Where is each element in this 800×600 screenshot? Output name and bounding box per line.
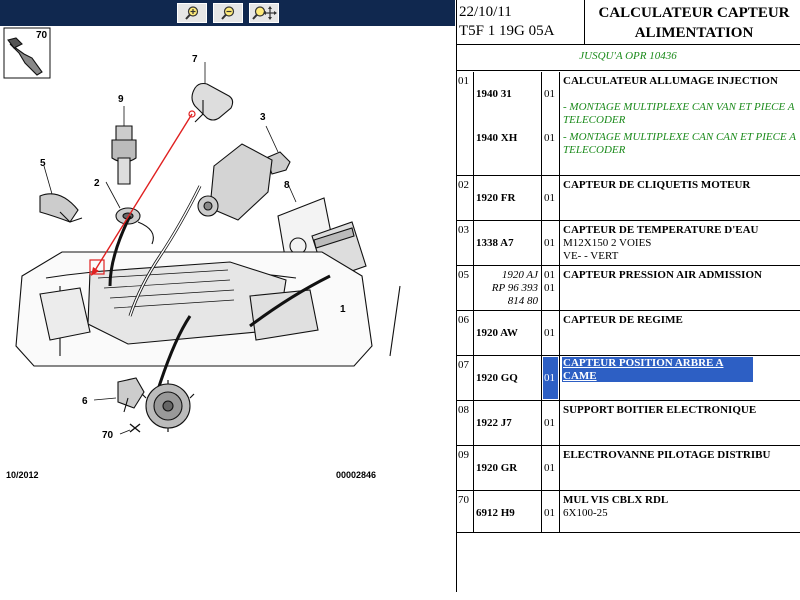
row-ref: 1920 GR [476, 462, 518, 474]
row-detail: 6X100-25 [563, 507, 608, 519]
selection-highlight [562, 357, 753, 382]
row-index: 70 [458, 494, 469, 506]
row-index: 02 [458, 179, 469, 191]
row-qty: 01 [544, 192, 555, 204]
parts-diagram: 70 7 9 3 5 2 8 1 6 70 [0, 26, 455, 486]
row-detail: VE- - VERT [563, 250, 619, 262]
table-body: 01 1940 31 1940 XH 01 01 CALCULATEUR ALL… [456, 72, 800, 533]
table-row[interactable]: 06 1920 AW 01 CAPTEUR DE REGIME [456, 311, 800, 356]
row-qty: 01 [544, 417, 555, 429]
row-index: 06 [458, 314, 469, 326]
table-row-selected[interactable]: 07 1920 GQ 01 CAPTEUR POSITION ARBRE A C… [456, 356, 800, 401]
row-ref: 1920 AJ [501, 269, 538, 281]
table-row[interactable]: 03 1338 A7 01 CAPTEUR DE TEMPERATURE D'E… [456, 221, 800, 266]
callout-6: 6 [82, 396, 88, 407]
table-row[interactable]: 05 1920 AJ RP 96 393 814 80 01 01 CAPTEU… [456, 266, 800, 311]
row-ref: RP 96 393 [491, 282, 538, 294]
table-row[interactable]: 70 6912 H9 01 MUL VIS CBLX RDL 6X100-25 [456, 491, 800, 533]
row-ref: 1338 A7 [476, 237, 514, 249]
callout-5: 5 [40, 158, 46, 169]
row-note: - MONTAGE MULTIPLEXE CAN CAN ET PIECE A … [563, 131, 796, 156]
row-qty: 01 [544, 88, 555, 100]
page-title: CALCULATEUR CAPTEUR ALIMENTATION [598, 5, 790, 41]
row-title: CAPTEUR DE REGIME [563, 314, 683, 326]
callout-70-bottom: 70 [102, 430, 114, 441]
row-qty: 01 [544, 507, 555, 519]
panel-border [456, 0, 457, 592]
row-ref: 6912 H9 [476, 507, 515, 519]
row-index: 05 [458, 269, 469, 281]
table-row[interactable]: 02 1920 FR 01 CAPTEUR DE CLIQUETIS MOTEU… [456, 176, 800, 221]
row-ref: 1940 31 [476, 88, 512, 100]
row-index: 07 [458, 359, 469, 371]
parts-table: 22/10/11 T5F 1 19G 05A CALCULATEUR CAPTE… [456, 0, 800, 600]
row-ref: 1920 GQ [476, 372, 518, 384]
row-note: - MONTAGE MULTIPLEXE CAN VAN ET PIECE A … [563, 101, 795, 126]
row-qty: 01 [544, 462, 555, 474]
toolbar [0, 0, 455, 26]
row-qty: 01 [544, 327, 555, 339]
row-index: 01 [458, 75, 469, 87]
row-title: CAPTEUR PRESSION AIR ADMISSION [563, 269, 762, 281]
row-qty: 01 [544, 237, 555, 249]
zoom-out-icon [220, 6, 234, 20]
zoom-out-button[interactable] [212, 3, 243, 23]
zoom-in-icon [184, 6, 198, 20]
selection-highlight [543, 357, 558, 399]
row-qty: 01 [544, 269, 555, 281]
callout-3: 3 [260, 112, 266, 123]
callout-9: 9 [118, 94, 124, 105]
row-ref: 814 80 [507, 295, 538, 307]
page-subtitle: JUSQU'A OPR 10436 [579, 50, 677, 62]
row-index: 08 [458, 404, 469, 416]
zoom-pan-icon [251, 6, 277, 20]
callout-7: 7 [192, 54, 198, 65]
callout-8: 8 [284, 180, 290, 191]
row-ref: 1940 XH [476, 132, 518, 144]
row-qty: 01 [544, 132, 555, 144]
header-divider [584, 0, 585, 44]
row-index: 03 [458, 224, 469, 236]
row-ref: 1920 AW [476, 327, 518, 339]
row-qty: 01 [544, 372, 555, 384]
row-ref: 1922 J7 [476, 417, 512, 429]
diagram-date: 10/2012 [6, 470, 39, 480]
row-title: SUPPORT BOITIER ELECTRONIQUE [563, 404, 757, 416]
row-ref: 1920 FR [476, 192, 516, 204]
row-qty: 01 [544, 282, 555, 294]
table-row[interactable]: 01 1940 31 1940 XH 01 01 CALCULATEUR ALL… [456, 72, 800, 176]
callout-2: 2 [94, 178, 100, 189]
row-index: 09 [458, 449, 469, 461]
table-row[interactable]: 09 1920 GR 01 ELECTROVANNE PILOTAGE DIST… [456, 446, 800, 491]
row-title: CALCULATEUR ALLUMAGE INJECTION [563, 75, 778, 87]
row-title: CAPTEUR POSITION ARBRE A CAME [563, 357, 724, 382]
header-reference: T5F 1 19G 05A [459, 23, 555, 39]
diagram-number: 00002846 [336, 470, 377, 480]
row-title: CAPTEUR DE TEMPERATURE D'EAU [563, 224, 759, 236]
callout-1: 1 [340, 304, 346, 315]
table-row[interactable]: 08 1922 J7 01 SUPPORT BOITIER ELECTRONIQ… [456, 401, 800, 446]
subtitle-rule [456, 70, 800, 71]
callout-70-top: 70 [36, 30, 48, 41]
header-date: 22/10/11 [459, 4, 512, 20]
row-title: CAPTEUR DE CLIQUETIS MOTEUR [563, 179, 751, 191]
row-title: MUL VIS CBLX RDL [563, 494, 669, 506]
header-rule [456, 44, 800, 45]
zoom-in-button[interactable] [176, 3, 207, 23]
zoom-pan-button[interactable] [248, 3, 279, 23]
row-title: ELECTROVANNE PILOTAGE DISTRIBU [563, 449, 771, 461]
row-detail: M12X150 2 VOIES [563, 237, 652, 249]
